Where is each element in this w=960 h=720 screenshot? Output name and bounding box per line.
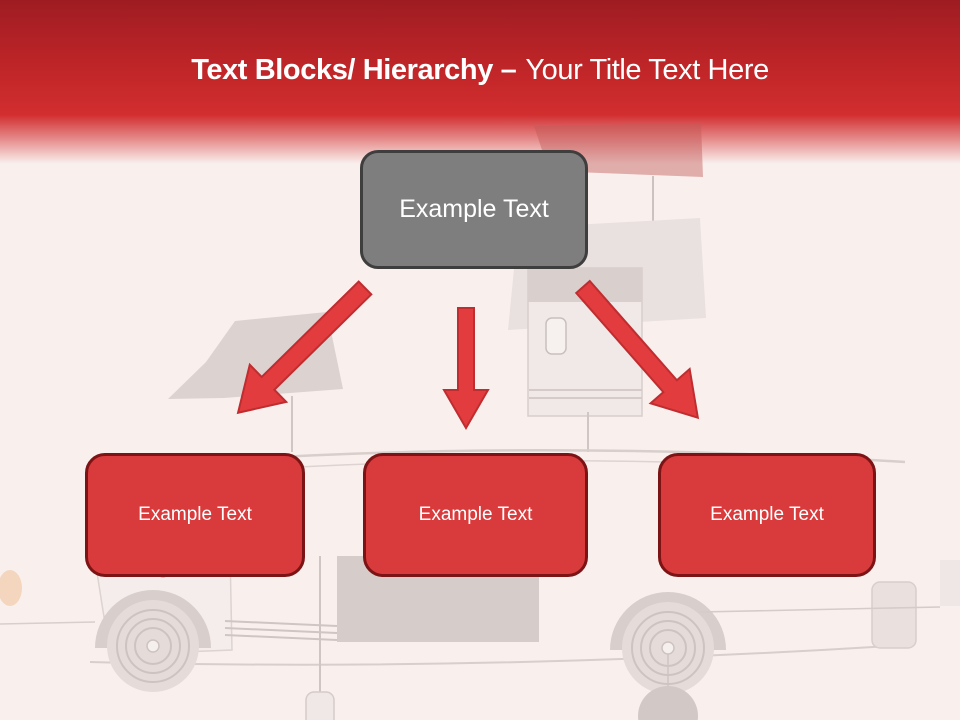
child-node-2[interactable]: Example Text	[363, 453, 588, 577]
child-node-label: Example Text	[138, 504, 252, 525]
arrow-down-icon[interactable]	[442, 307, 490, 430]
child-node-3[interactable]: Example Text	[658, 453, 876, 577]
arrow-down-right-icon[interactable]	[563, 270, 717, 435]
root-node-label: Example Text	[399, 195, 549, 223]
title-bold-text: Text Blocks/ Hierarchy –	[191, 54, 517, 86]
title-regular-text: Your Title Text Here	[525, 54, 769, 86]
child-node-label: Example Text	[710, 504, 824, 525]
arrow-down-left-icon[interactable]	[220, 269, 383, 431]
root-node[interactable]: Example Text	[360, 150, 588, 269]
page-title[interactable]: Text Blocks/ Hierarchy –Your Title Text …	[0, 54, 960, 87]
child-node-label: Example Text	[418, 504, 533, 525]
child-node-1[interactable]: Example Text	[85, 453, 305, 577]
header-banner	[0, 0, 960, 164]
